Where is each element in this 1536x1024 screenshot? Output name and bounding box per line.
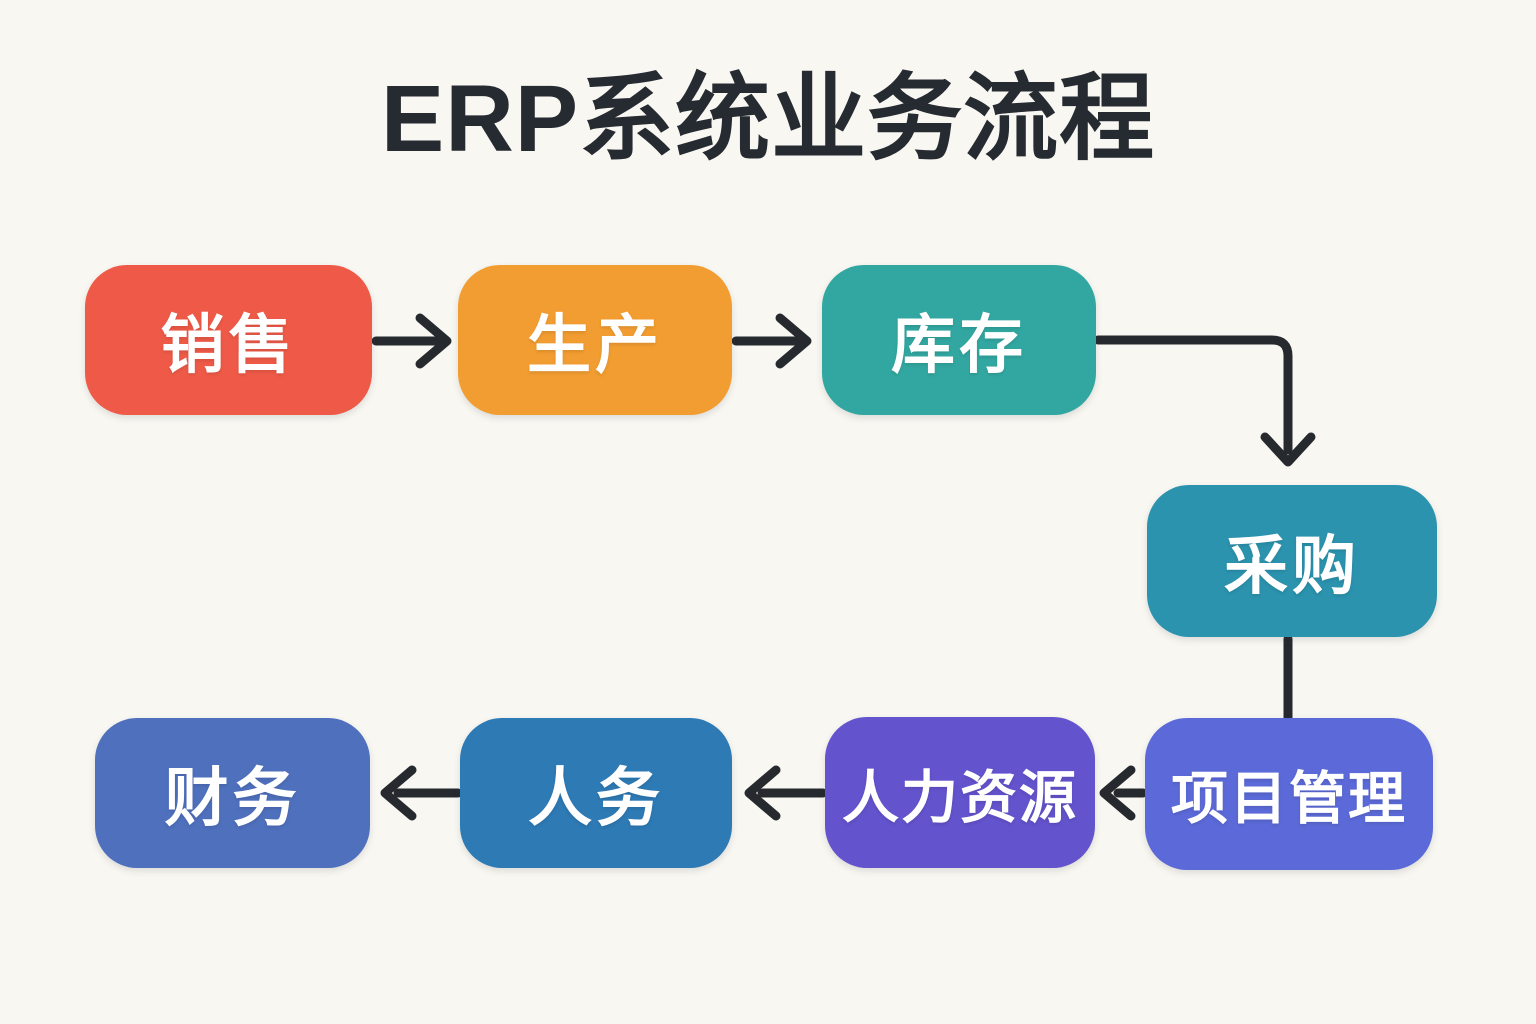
- node-personnel: 人务: [460, 718, 732, 868]
- node-personnel-label: 人务: [528, 762, 664, 834]
- arrow-project-management-to-human-resources-head: [1099, 765, 1136, 821]
- arrow-personnel-to-finance-head: [380, 765, 417, 821]
- arrow-production-to-inventory-head: [775, 313, 812, 369]
- node-human-resources-label: 人力资源: [842, 765, 1078, 830]
- node-project-management-label: 项目管理: [1171, 767, 1407, 831]
- node-production-label: 生产: [527, 309, 663, 381]
- node-production: 生产: [458, 265, 732, 415]
- arrow-inventory-to-procurement-head: [1260, 432, 1316, 467]
- node-inventory: 库存: [822, 265, 1096, 415]
- node-procurement: 采购: [1147, 485, 1437, 637]
- diagram-title: ERP系统业务流程: [380, 66, 1156, 172]
- node-human-resources: 人力资源: [825, 717, 1095, 868]
- node-inventory-label: 库存: [891, 309, 1027, 381]
- node-sales-label: 销售: [160, 309, 297, 381]
- node-finance-label: 财务: [164, 762, 301, 834]
- node-sales: 销售: [85, 265, 372, 415]
- arrow-inventory-to-procurement-line: [1093, 335, 1293, 455]
- node-finance: 财务: [95, 718, 370, 868]
- arrow-sales-to-production-head: [415, 313, 452, 369]
- node-project-management: 项目管理: [1145, 718, 1433, 870]
- node-procurement-label: 采购: [1224, 530, 1360, 602]
- arrow-human-resources-to-personnel-head: [744, 765, 781, 821]
